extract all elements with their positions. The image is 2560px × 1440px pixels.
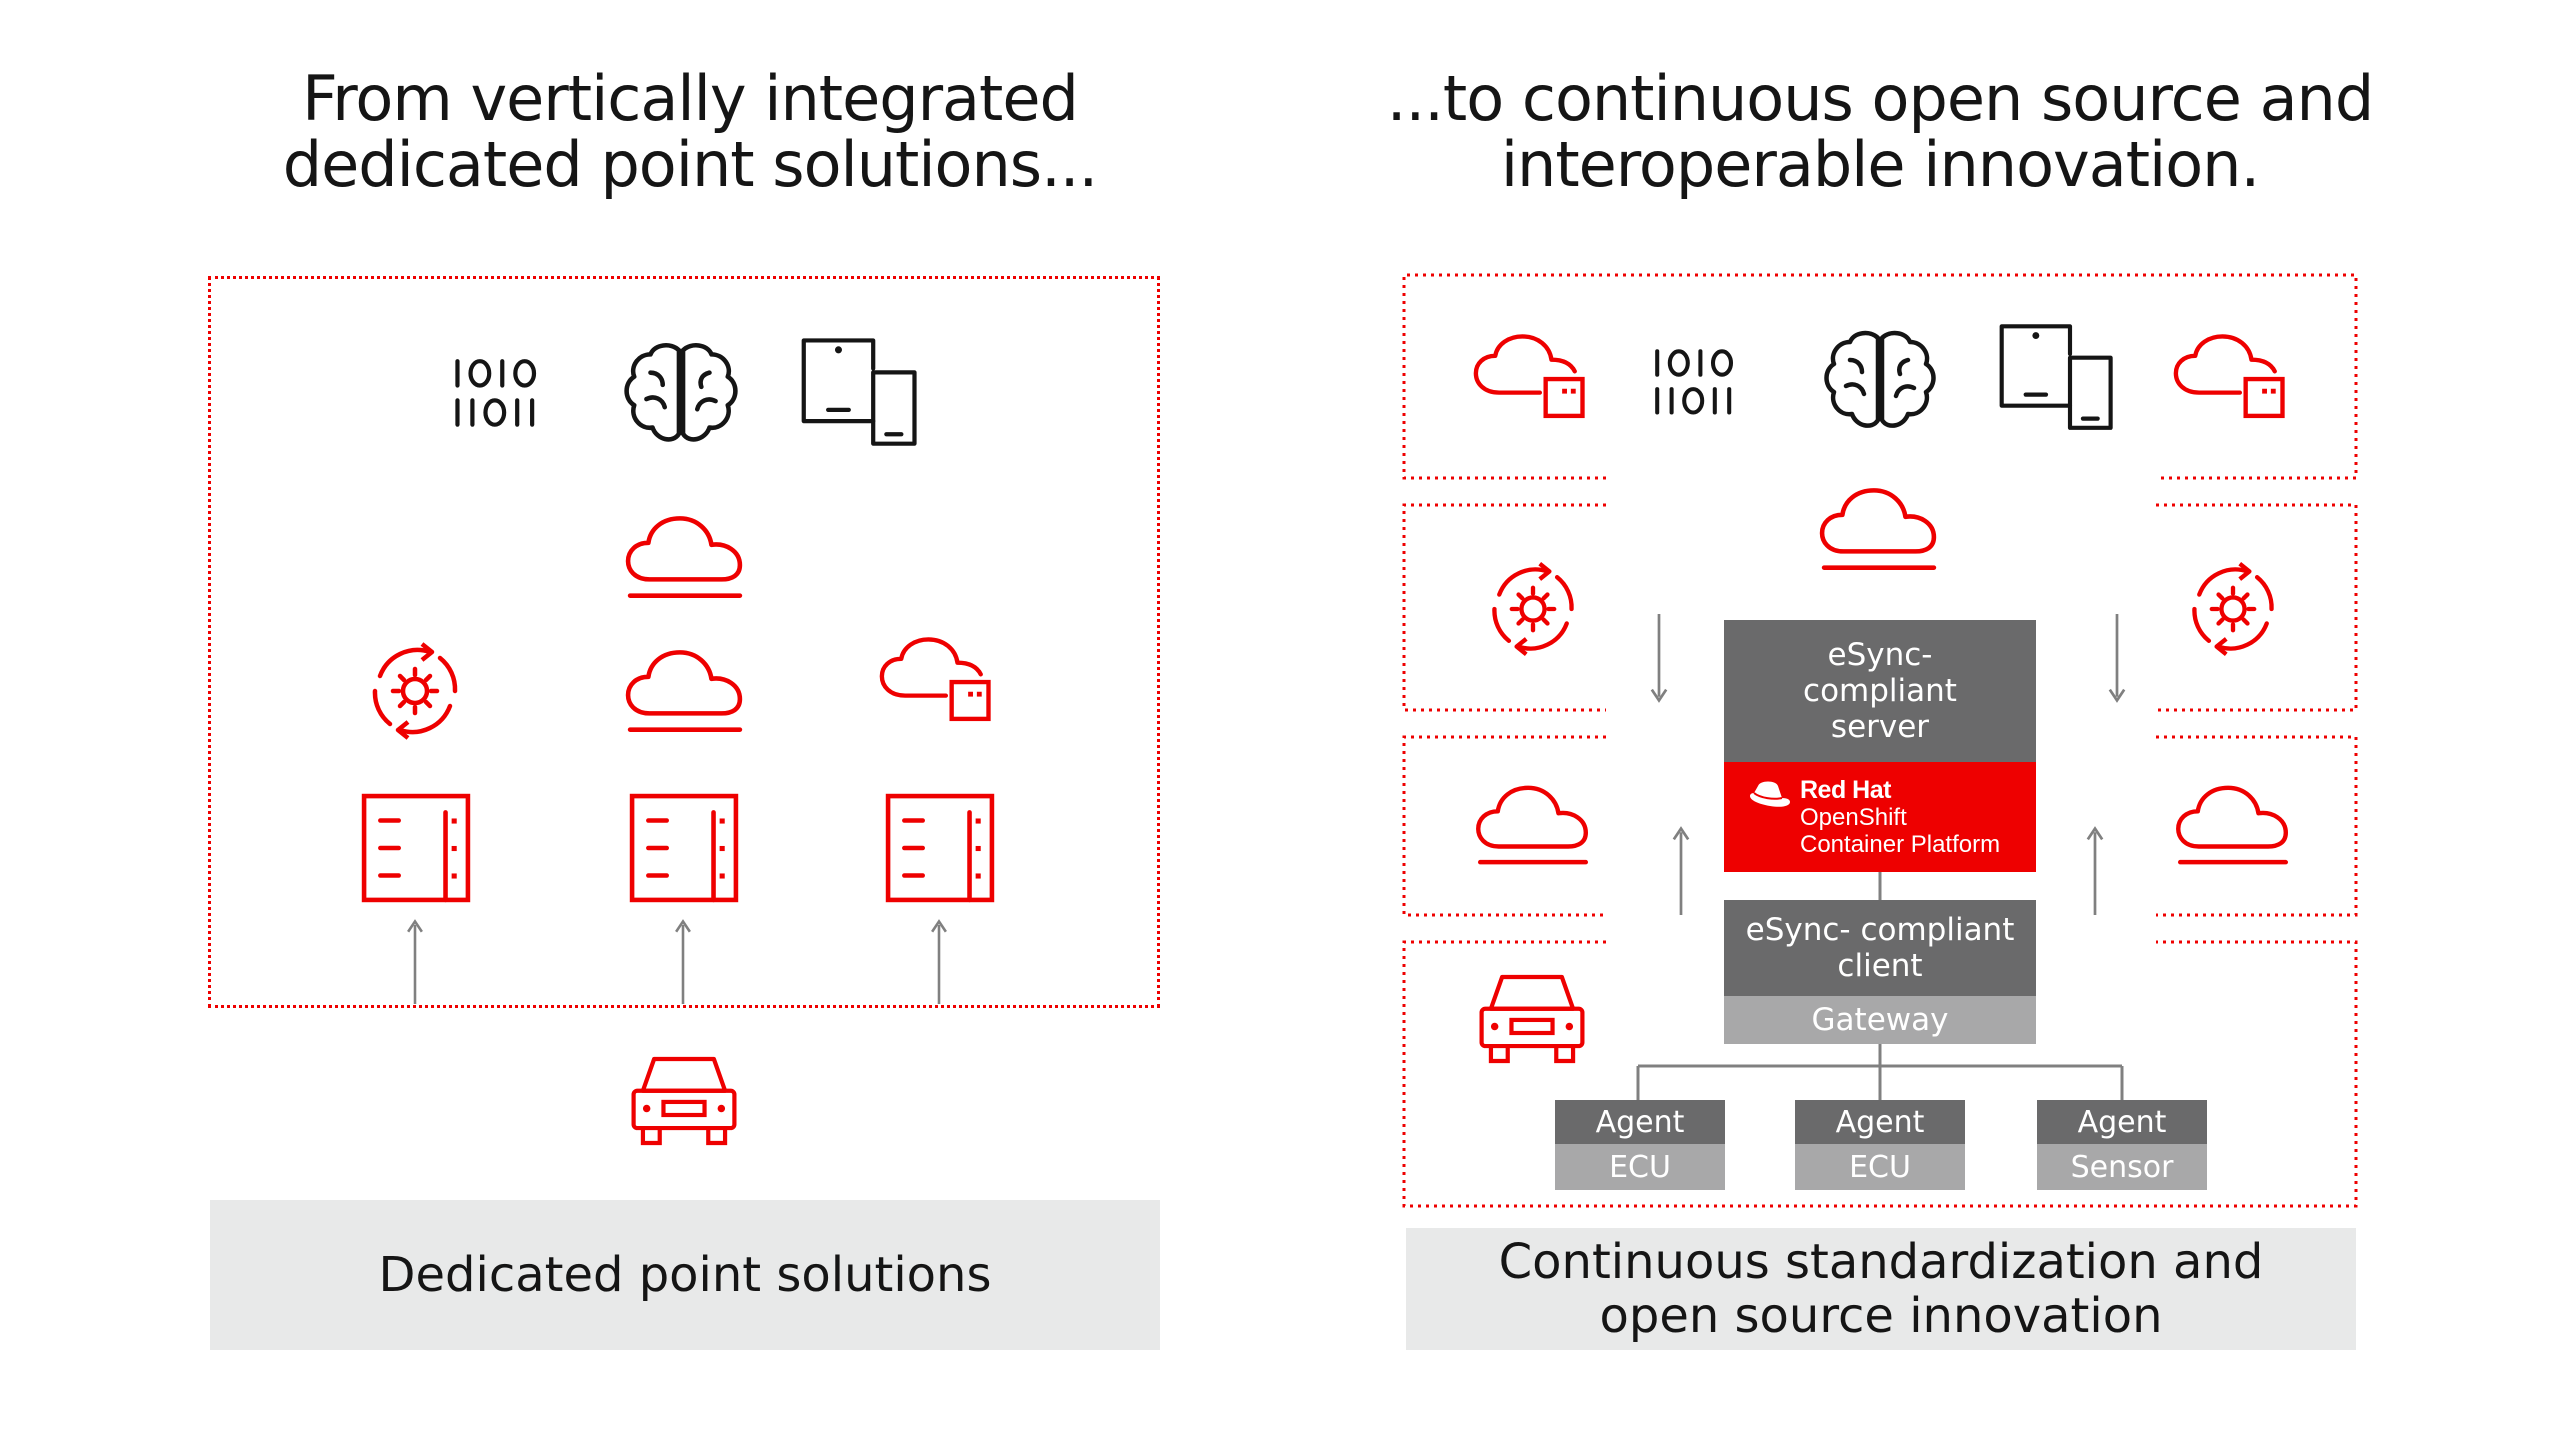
agent-sub-label: ECU [1609,1149,1671,1185]
sync-gear-icon [1480,556,1586,662]
cloud-icon [1818,482,1940,574]
right-headline: ...to continuous open source and interop… [1360,66,2400,198]
right-caption-line1: Continuous standardization and [1498,1234,2264,1290]
left-headline-line1: From vertically integrated [302,62,1079,135]
esync-client-block: eSync- compliant client [1724,900,2036,996]
binary-data-icon [450,350,562,434]
agent-sub-label: ECU [1849,1149,1911,1185]
arrow-up-icon [1672,716,1690,1024]
redhat-brand-text: Red Hat [1800,776,1891,804]
brain-icon [620,338,742,450]
agent-block: Agent [2037,1100,2207,1144]
arrow-down-icon [2108,506,2126,812]
arrow-up-icon [2086,716,2104,1024]
gateway-block: Gateway [1724,996,2036,1044]
arrow-up-icon [930,918,948,1004]
server-label-line1: eSync- [1827,637,1933,673]
esync-server-block: eSync- compliant server [1724,620,2036,762]
sync-gear-icon [360,636,470,746]
devices-icon [800,336,922,450]
cloud-service-icon [2172,332,2298,430]
right-caption-line2: open source innovation [1599,1288,2163,1344]
arrow-up-icon [406,918,424,1004]
server-rack-icon [360,792,472,904]
cloud-icon [1474,780,1592,868]
left-headline-line2: dedicated point solutions... [282,128,1098,201]
right-caption: Continuous standardization and open sour… [1406,1228,2356,1350]
right-headline-line1: ...to continuous open source and [1386,62,2374,135]
cloud-icon [2174,780,2292,868]
cloud-icon [624,510,746,602]
binary-data-icon [1650,340,1758,422]
arrow-down-icon [1650,506,1668,812]
openshift-label: OpenShift [1800,804,1907,831]
sync-gear-icon [2180,556,2286,662]
sensor-block: Sensor [2037,1144,2207,1190]
server-label-line2: compliant [1803,673,1957,709]
left-dotted-frame [208,276,1160,1008]
cloud-icon [624,644,746,736]
server-label-line3: server [1830,709,1930,745]
agent-label: Agent [1835,1104,1925,1140]
brain-icon [1820,326,1940,436]
redhat-logo-icon [1750,781,1790,807]
openshift-block: Red Hat OpenShift Container Platform [1724,762,2036,872]
ecu-block: ECU [1795,1144,1965,1190]
ecu-block: ECU [1555,1144,1725,1190]
gateway-label: Gateway [1811,1002,1949,1038]
client-label-line2: client [1837,948,1923,984]
container-platform-label: Container Platform [1800,831,2001,858]
server-rack-icon [628,792,740,904]
arrow-up-icon [674,918,692,1004]
devices-icon [1998,322,2118,434]
agent-label: Agent [2077,1104,2167,1140]
client-label-line1: eSync- compliant [1745,912,2015,948]
cloud-service-icon [878,634,1004,734]
agent-label: Agent [1595,1104,1685,1140]
agent-block: Agent [1795,1100,1965,1144]
right-headline-line2: interoperable innovation. [1500,128,2260,201]
cloud-service-icon [1472,332,1598,430]
agent-block: Agent [1555,1100,1725,1144]
agent-sub-label: Sensor [2070,1149,2174,1185]
car-icon [1476,966,1588,1072]
left-headline: From vertically integrated dedicated poi… [210,66,1170,198]
left-caption-text: Dedicated point solutions [378,1247,992,1303]
left-caption: Dedicated point solutions [210,1200,1160,1350]
car-icon [628,1046,740,1156]
server-rack-icon [884,792,996,904]
